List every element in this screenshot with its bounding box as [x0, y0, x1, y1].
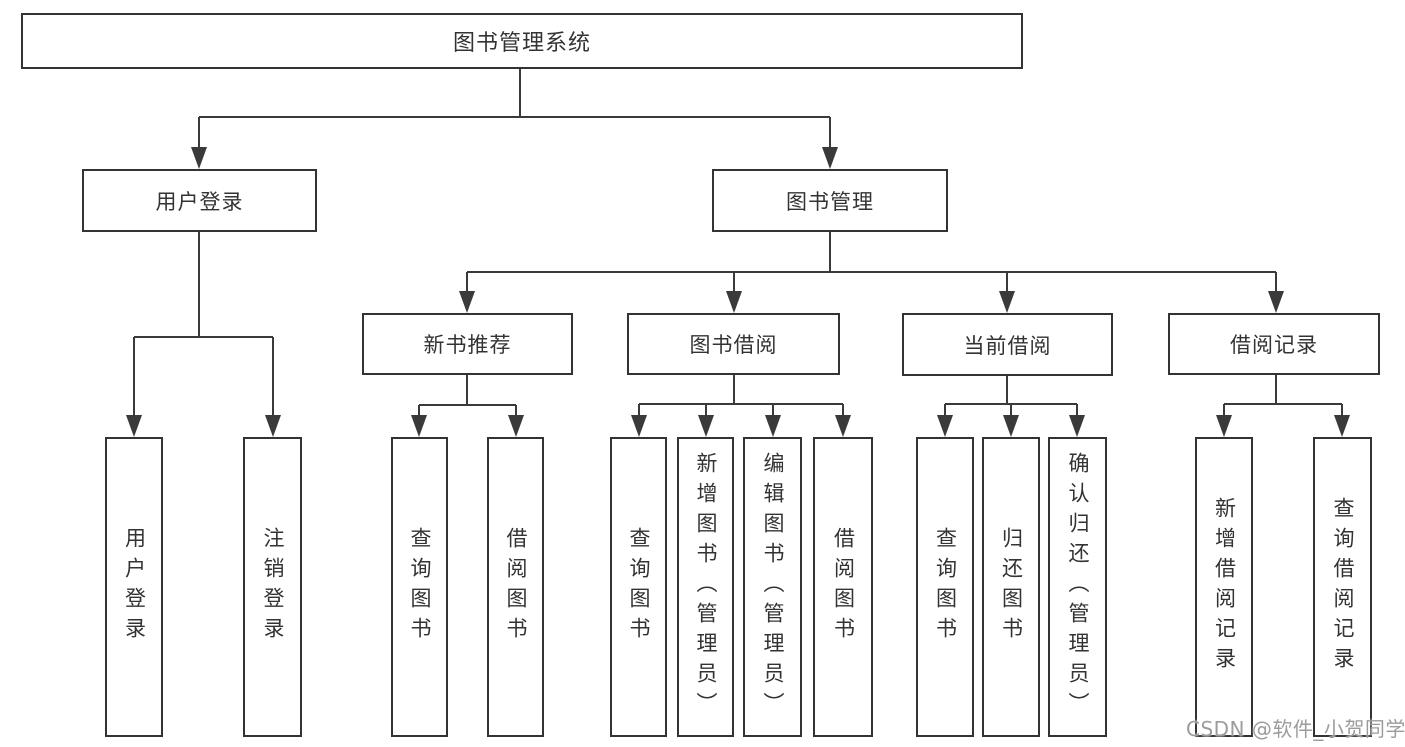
node-book-borrow: 图书借阅	[627, 313, 840, 375]
connector-root-to-branches	[191, 69, 838, 169]
leaf-borrow-books: 借阅图书	[813, 437, 873, 737]
node-library-management-system: 图书管理系统	[21, 13, 1023, 69]
leaf-query-books-recommend: 查询图书	[391, 437, 448, 737]
leaf-borrow-books-recommend: 借阅图书	[487, 437, 544, 737]
leaf-logout: 注销登录	[243, 437, 302, 737]
connector-user-login-children	[126, 232, 281, 437]
leaf-add-books-admin: 新增图书（管理员）	[677, 437, 734, 737]
leaf-confirm-return-admin: 确认归还（管理员）	[1048, 437, 1107, 737]
node-user-login-branch: 用户登录	[82, 169, 317, 232]
leaf-add-borrow-record: 新增借阅记录	[1195, 437, 1253, 737]
connector-current-borrow-children	[937, 376, 1085, 437]
leaf-query-books-current: 查询图书	[916, 437, 974, 737]
connector-book-borrow-children	[631, 375, 851, 437]
node-new-book-recommend: 新书推荐	[362, 313, 573, 375]
leaf-return-books: 归还图书	[982, 437, 1040, 737]
connector-book-mgmt-children	[459, 232, 1284, 313]
csdn-watermark: CSDN @软件_小贺同学	[1186, 717, 1405, 741]
node-current-borrow: 当前借阅	[902, 313, 1113, 376]
node-borrow-record: 借阅记录	[1168, 313, 1380, 375]
leaf-user-login: 用户登录	[105, 437, 163, 737]
leaf-query-borrow-record: 查询借阅记录	[1313, 437, 1372, 737]
node-book-management-branch: 图书管理	[712, 169, 948, 232]
leaf-edit-books-admin: 编辑图书（管理员）	[743, 437, 802, 737]
connector-borrow-record-children	[1216, 375, 1350, 437]
leaf-query-books-borrow: 查询图书	[610, 437, 667, 737]
connector-new-book-children	[411, 375, 524, 437]
